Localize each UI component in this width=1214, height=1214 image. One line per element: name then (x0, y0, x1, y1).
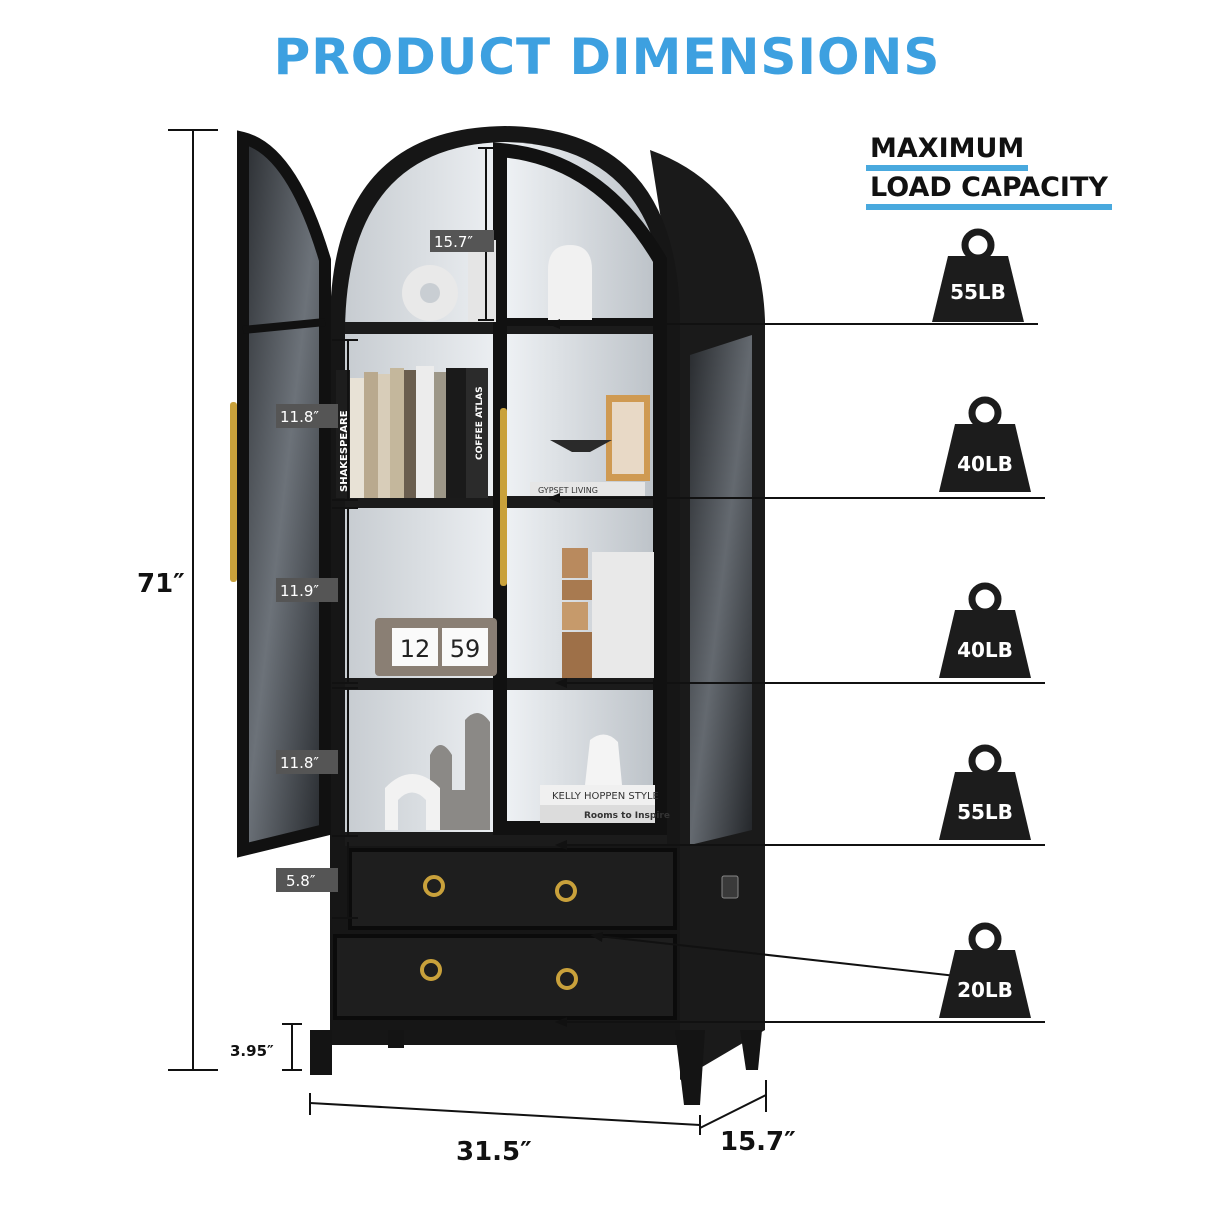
book-spine-shakespeare: SHAKESPEARE (339, 410, 350, 492)
shelf-props: SHAKESPEARE COFFEE ATLAS GYPSET LIVING 1… (336, 240, 670, 830)
load-leaders (548, 319, 1045, 1027)
clock-hour: 12 (400, 635, 431, 663)
page-title: PRODUCT DIMENSIONS (273, 28, 941, 86)
jug-vase (548, 245, 592, 320)
overall-height-label: 71″ (137, 569, 185, 599)
left-door[interactable] (237, 130, 331, 858)
capacity-heading-line-2: LOAD CAPACITY (866, 171, 1112, 210)
compartment-3-marker (276, 507, 358, 684)
book-rooms (540, 805, 655, 823)
load-2-label: 40LB (957, 452, 1013, 476)
weight-icon-4 (939, 744, 1031, 840)
compartment-5-height: 5.8″ (286, 872, 316, 890)
right-door (493, 142, 667, 835)
leg-front-right (675, 1030, 705, 1105)
arch-sculpture (385, 774, 440, 830)
book-kelly (540, 785, 655, 805)
left-door-mullion (242, 318, 326, 334)
side-glass (690, 335, 752, 845)
leg-height-label: 3.95″ (230, 1042, 274, 1060)
compartment-2-height: 11.8″ (280, 408, 319, 426)
compartment-3-height: 11.9″ (280, 582, 319, 600)
cabinet (230, 126, 765, 1105)
book-spine-coffee-atlas: COFFEE ATLAS (475, 386, 485, 460)
load-4-label: 55LB (957, 800, 1013, 824)
capacity-heading: MAXIMUM LOAD CAPACITY (866, 132, 1112, 210)
ring-vase-hole (420, 283, 440, 303)
white-sculpture (585, 734, 622, 785)
compartment-1-marker (430, 147, 494, 321)
compartment-5-marker (276, 842, 358, 919)
compartment-2-marker (276, 339, 358, 501)
compartment-1-height: 15.7″ (434, 233, 473, 251)
leg-front-left (310, 1030, 332, 1075)
leg-back-left (388, 1030, 404, 1048)
upper-drawer[interactable] (348, 848, 677, 930)
right-door-handle[interactable] (500, 408, 507, 586)
book-flat (530, 482, 645, 496)
book-label-rooms: Rooms to Inspire (584, 811, 670, 821)
lower-drawer[interactable] (333, 934, 677, 1020)
weight-icon-1 (932, 228, 1024, 322)
wood-blocks (562, 548, 592, 678)
flip-clock-face-2 (442, 628, 488, 666)
width-label: 31.5″ (456, 1137, 532, 1167)
drawer-pull-2[interactable] (555, 880, 577, 902)
depth-dimension (699, 1080, 767, 1129)
depth-label: 15.7″ (720, 1127, 796, 1157)
weight-icon-5 (939, 922, 1031, 1018)
clock-minute: 59 (450, 635, 481, 663)
shelf-4 (345, 832, 667, 846)
book-label-kelly: KELLY HOPPEN STYLE (552, 791, 659, 802)
width-dimension (309, 1093, 701, 1135)
abstract-sculpture (430, 712, 490, 830)
leg-back-right (740, 1030, 762, 1070)
weight-icon-2 (939, 396, 1031, 492)
flip-clock-face-1 (392, 628, 438, 666)
compartment-4-marker (276, 687, 358, 837)
book-standing (592, 552, 654, 678)
weight-icon-3 (939, 582, 1031, 678)
load-1-label: 55LB (950, 280, 1006, 304)
left-door-handle[interactable] (230, 402, 237, 582)
load-5-label: 20LB (957, 978, 1013, 1002)
capacity-heading-line-1: MAXIMUM (866, 132, 1029, 171)
leg-height-dimension (282, 1023, 302, 1071)
overall-height-dimension (168, 129, 218, 1071)
compartment-4-height: 11.8″ (280, 754, 319, 772)
picture-frame-inner (612, 402, 644, 474)
book-label-gypset: GYPSET LIVING (538, 486, 598, 495)
frame-decor (468, 240, 496, 322)
book-stack-1 (336, 366, 488, 498)
bowl-decor (550, 440, 612, 452)
drawer-pull-4[interactable] (556, 968, 578, 990)
usb-outlet-icon (721, 875, 739, 899)
drawer-pull-3[interactable] (420, 959, 442, 981)
load-3-label: 40LB (957, 638, 1013, 662)
drawer-pull-1[interactable] (423, 875, 445, 897)
